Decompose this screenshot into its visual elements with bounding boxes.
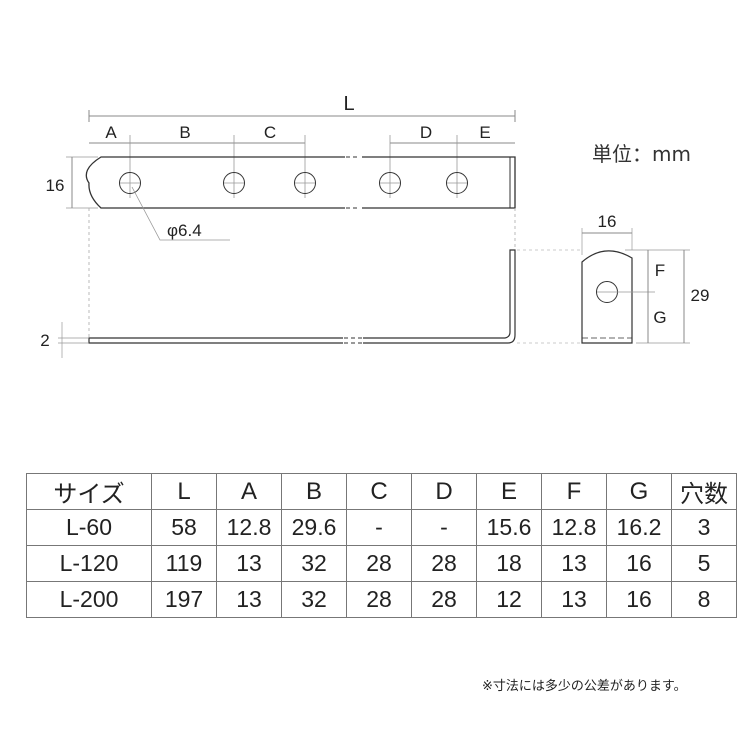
dim-C-label: C: [264, 123, 276, 142]
header-cell: G: [606, 473, 672, 510]
header-cell: D: [411, 473, 477, 510]
table-cell: 13: [216, 545, 282, 582]
dim-B-label: B: [179, 123, 190, 142]
hole-icon: [446, 172, 468, 194]
table-cell: 29.6: [281, 509, 347, 546]
dim-D-label: D: [420, 123, 432, 142]
table-cell: 16.2: [606, 509, 672, 546]
hole-icon: [223, 172, 245, 194]
table-cell: 15.6: [476, 509, 542, 546]
tolerance-note: ※寸法には多少の公差があります。: [482, 679, 687, 694]
table-cell: -: [411, 509, 477, 546]
table-cell: 12: [476, 581, 542, 618]
hole-diameter-label: φ6.4: [167, 221, 202, 240]
table-cell: L-200: [26, 581, 152, 618]
dim-A-label: A: [105, 123, 117, 142]
unit-label: 単位：mm: [592, 142, 691, 166]
header-cell: E: [476, 473, 542, 510]
table-cell: 16: [606, 581, 672, 618]
table-cell: 3: [671, 509, 737, 546]
header-cell: L: [151, 473, 217, 510]
table-cell: L-60: [26, 509, 152, 546]
table-cell: 32: [281, 545, 347, 582]
table-cell: 8: [671, 581, 737, 618]
table-row: L-120 119 13 32 28 28 18 13 16 5: [26, 545, 737, 582]
table-cell: 197: [151, 581, 217, 618]
side-view: 2: [40, 249, 580, 358]
dim-F-label: F: [655, 261, 665, 280]
table-cell: 13: [216, 581, 282, 618]
dim-G-label: G: [653, 308, 666, 327]
end-width-label: 16: [598, 212, 617, 231]
dim-L-label: L: [343, 93, 354, 115]
table-cell: 32: [281, 581, 347, 618]
table-cell: 119: [151, 545, 217, 582]
table-header-row: サイズ L A B C D E F G 穴数: [26, 473, 737, 510]
header-cell: サイズ: [26, 473, 152, 510]
table-cell: 28: [346, 545, 412, 582]
table-cell: 28: [411, 545, 477, 582]
top-view: L A B C D E: [46, 93, 516, 338]
technical-drawing: L A B C D E: [40, 93, 710, 358]
header-cell: F: [541, 473, 607, 510]
table-cell: 28: [411, 581, 477, 618]
header-cell: 穴数: [671, 473, 737, 510]
end-view: 16 F G 29: [581, 212, 710, 344]
thickness-2-label: 2: [40, 331, 49, 350]
table-cell: 5: [671, 545, 737, 582]
header-cell: C: [346, 473, 412, 510]
header-cell: B: [281, 473, 347, 510]
table-row: L-60 58 12.8 29.6 - - 15.6 12.8 16.2 3: [26, 509, 737, 546]
hole-icon: [379, 172, 401, 194]
hole-icon: [119, 172, 141, 194]
header-cell: A: [216, 473, 282, 510]
dim-E-label: E: [479, 123, 490, 142]
table-row: L-200 197 13 32 28 28 12 13 16 8: [26, 581, 737, 618]
table-cell: 12.8: [541, 509, 607, 546]
table-cell: -: [346, 509, 412, 546]
spec-table: サイズ L A B C D E F G 穴数 L-60 58 12.8 29.6…: [26, 473, 737, 618]
hole-icon: [294, 172, 316, 194]
table-cell: 58: [151, 509, 217, 546]
table-cell: 13: [541, 545, 607, 582]
end-height-label: 29: [691, 286, 710, 305]
table-cell: 13: [541, 581, 607, 618]
width-16-label: 16: [46, 176, 65, 195]
table-cell: 28: [346, 581, 412, 618]
table-cell: 18: [476, 545, 542, 582]
table-cell: 16: [606, 545, 672, 582]
table-cell: L-120: [26, 545, 152, 582]
table-cell: 12.8: [216, 509, 282, 546]
